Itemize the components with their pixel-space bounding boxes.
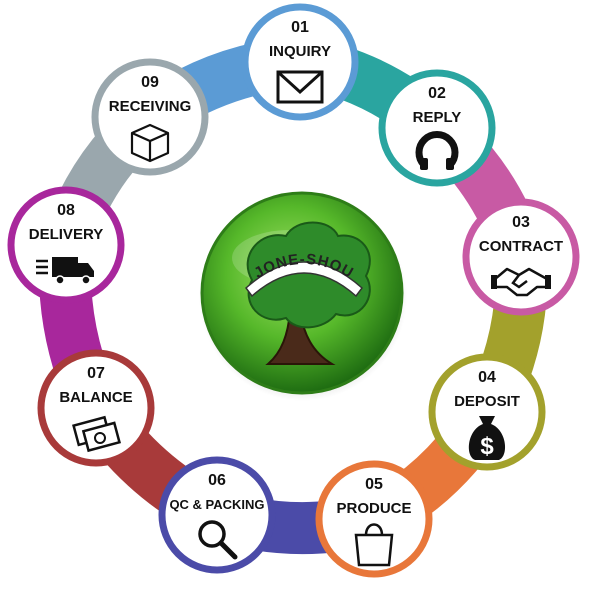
step-node-06: 06 QC & PACKING xyxy=(158,456,276,574)
truck-icon xyxy=(36,257,94,285)
step-circle xyxy=(158,456,276,574)
step-number: 08 xyxy=(57,202,75,219)
step-circle xyxy=(315,460,433,578)
step-label: DELIVERY xyxy=(29,226,103,243)
svg-text:$: $ xyxy=(480,433,494,460)
step-number: 05 xyxy=(365,476,383,493)
magnifier-icon xyxy=(198,520,238,560)
step-number: 04 xyxy=(478,369,496,386)
step-circle xyxy=(241,3,359,121)
step-label: CONTRACT xyxy=(479,238,563,255)
step-label: RECEIVING xyxy=(109,98,192,115)
tree-icon xyxy=(246,221,371,365)
step-label: BALANCE xyxy=(59,389,132,406)
step-circle xyxy=(37,349,155,467)
step-number: 01 xyxy=(291,19,309,36)
step-circle xyxy=(428,353,546,471)
step-label: DEPOSIT xyxy=(454,393,520,410)
step-circle xyxy=(378,69,496,187)
step-circle xyxy=(91,58,209,176)
step-label: INQUIRY xyxy=(269,43,331,60)
shopping-bag-icon xyxy=(354,523,394,567)
money-bag-icon: $ xyxy=(468,416,506,460)
step-number: 03 xyxy=(512,214,530,231)
step-label: QC & PACKING xyxy=(169,497,264,512)
center-logo: JONE-SHOU xyxy=(199,191,407,401)
banknotes-icon xyxy=(72,415,121,453)
envelope-icon xyxy=(276,70,324,104)
box-icon xyxy=(130,123,170,163)
step-label: REPLY xyxy=(413,109,462,126)
headset-icon xyxy=(415,131,459,170)
step-label: PRODUCE xyxy=(336,500,411,517)
step-number: 09 xyxy=(141,74,159,91)
process-steps: 01INQUIRY02REPLY03CONTRACT04DEPOSIT$05PR… xyxy=(7,3,580,578)
step-number: 06 xyxy=(208,472,226,489)
step-number: 07 xyxy=(87,365,105,382)
handshake-icon xyxy=(491,267,551,297)
step-number: 02 xyxy=(428,85,446,102)
